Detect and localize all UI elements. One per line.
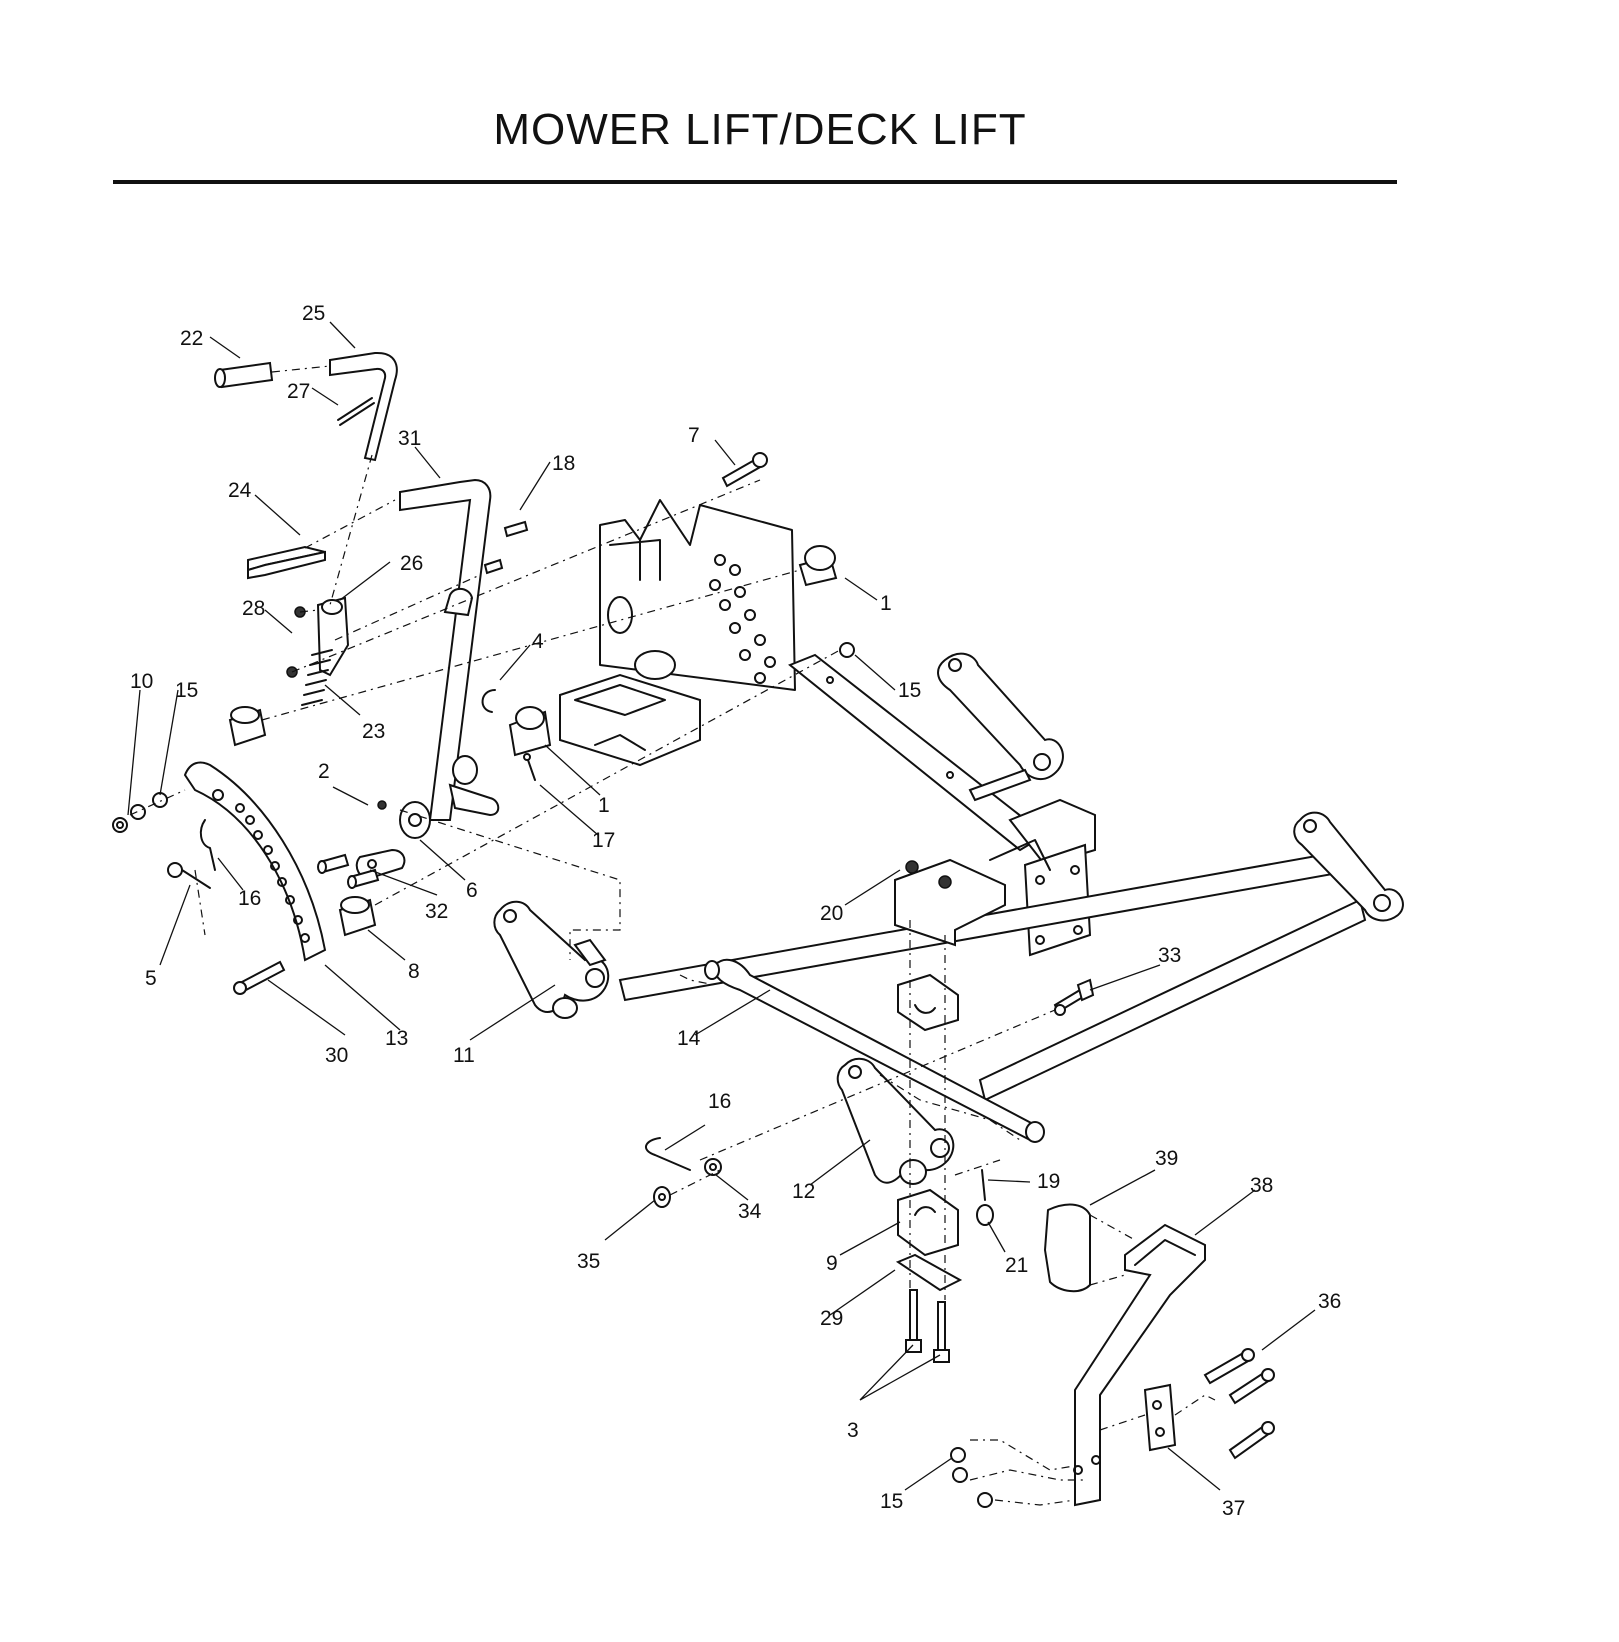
hairpin-16-left — [199, 819, 216, 871]
callout-labels: 22 25 27 31 24 26 28 23 10 15 4 18 7 1 1… — [130, 302, 1341, 1520]
callout-37: 37 — [1222, 1497, 1245, 1520]
clamp-block-upper — [897, 973, 959, 1032]
clamp-block-lower-9 — [897, 1188, 959, 1257]
connecting-rod — [704, 958, 1045, 1143]
spacer-8-upper — [228, 706, 267, 747]
leader-lines — [127, 321, 1316, 1491]
right-lift-arm — [1293, 811, 1404, 922]
callout-6: 6 — [466, 879, 478, 902]
callout-11: 11 — [453, 1044, 475, 1067]
nut-34 — [704, 1158, 722, 1176]
pivot-bracket — [559, 673, 701, 767]
callout-21: 21 — [1005, 1254, 1028, 1277]
callout-27: 27 — [287, 380, 310, 403]
upper-lift-arm — [937, 652, 1064, 802]
callout-10: 10 — [130, 670, 153, 693]
callout-1a: 1 — [880, 592, 892, 615]
bolts-36 — [1203, 1348, 1275, 1460]
plate-29 — [895, 1253, 963, 1292]
callout-9: 9 — [826, 1252, 838, 1275]
pad-39 — [1044, 1203, 1091, 1293]
assembly-lines — [129, 365, 1216, 1506]
callout-8: 8 — [408, 960, 420, 983]
callout-16b: 16 — [708, 1090, 731, 1113]
quadrant-13 — [183, 761, 327, 962]
callout-13: 13 — [385, 1027, 408, 1050]
pin-19 — [981, 1169, 986, 1201]
pin-5 — [167, 862, 211, 889]
bolt-7 — [721, 452, 768, 488]
cotter-17 — [523, 753, 536, 781]
washer-35 — [653, 1186, 671, 1208]
handle-25 — [329, 351, 398, 462]
callout-7: 7 — [688, 424, 700, 447]
callout-19: 19 — [1037, 1170, 1060, 1193]
bolts-3 — [905, 1289, 950, 1363]
bolt-30 — [233, 960, 286, 995]
hairpin-16-lower — [645, 1137, 691, 1171]
callout-15c: 15 — [880, 1490, 903, 1513]
callout-29: 29 — [820, 1307, 843, 1330]
callout-16a: 16 — [238, 887, 261, 910]
nut-10 — [112, 817, 128, 833]
pedal-pad-24 — [247, 545, 326, 580]
frame-plate — [599, 499, 796, 691]
nut-2 — [377, 800, 387, 810]
callout-1b: 1 — [598, 794, 610, 817]
callout-15b: 15 — [898, 679, 921, 702]
callout-12: 12 — [792, 1180, 815, 1203]
bolt-33 — [1053, 978, 1095, 1016]
washer-21 — [976, 1204, 994, 1226]
latch-26 — [316, 596, 350, 677]
bushing-1-lower — [508, 706, 552, 757]
callout-5: 5 — [145, 967, 157, 990]
title-rule — [113, 180, 1397, 184]
pins-32 — [317, 853, 380, 889]
callout-4: 4 — [532, 630, 544, 653]
callout-36: 36 — [1318, 1290, 1341, 1313]
page-title: MOWER LIFT/DECK LIFT — [493, 105, 1027, 154]
plate-37 — [1143, 1383, 1177, 1452]
clip-4 — [481, 689, 496, 713]
callout-14: 14 — [677, 1027, 701, 1050]
callout-18: 18 — [552, 452, 575, 475]
nut-15-upper — [839, 642, 855, 658]
spring-23 — [301, 649, 333, 706]
callout-23: 23 — [362, 720, 385, 743]
callout-26: 26 — [400, 552, 423, 575]
pedal-link — [448, 755, 500, 817]
callout-32: 32 — [425, 900, 448, 923]
callout-3: 3 — [847, 1419, 859, 1442]
callout-34: 34 — [738, 1200, 762, 1223]
bolt-18 — [483, 520, 529, 575]
nut-15-left — [130, 792, 168, 820]
callout-2: 2 — [318, 760, 330, 783]
callout-22: 22 — [180, 327, 203, 350]
callout-15a: 15 — [175, 679, 198, 702]
center-bracket — [894, 858, 1006, 947]
callout-17: 17 — [592, 829, 615, 852]
deck-bracket-38 — [1073, 1223, 1206, 1507]
pin-27 — [337, 397, 375, 426]
callout-24: 24 — [228, 479, 252, 502]
nuts-15-lower — [950, 1447, 993, 1508]
callout-25: 25 — [302, 302, 325, 325]
bushing-1-upper — [798, 545, 838, 587]
spacer-8-lower — [338, 896, 377, 937]
left-lift-arm — [493, 900, 610, 1019]
callout-20: 20 — [820, 902, 843, 925]
callout-28: 28 — [242, 597, 265, 620]
callout-30: 30 — [325, 1044, 348, 1067]
callout-35: 35 — [577, 1250, 600, 1273]
grip-22 — [214, 361, 274, 389]
callout-33: 33 — [1158, 944, 1181, 967]
callout-39: 39 — [1155, 1147, 1178, 1170]
callout-31: 31 — [398, 427, 421, 450]
rear-mount-plate — [989, 798, 1096, 957]
callout-38: 38 — [1250, 1174, 1273, 1197]
nuts-28 — [286, 606, 306, 678]
pedal-31 — [399, 478, 492, 839]
